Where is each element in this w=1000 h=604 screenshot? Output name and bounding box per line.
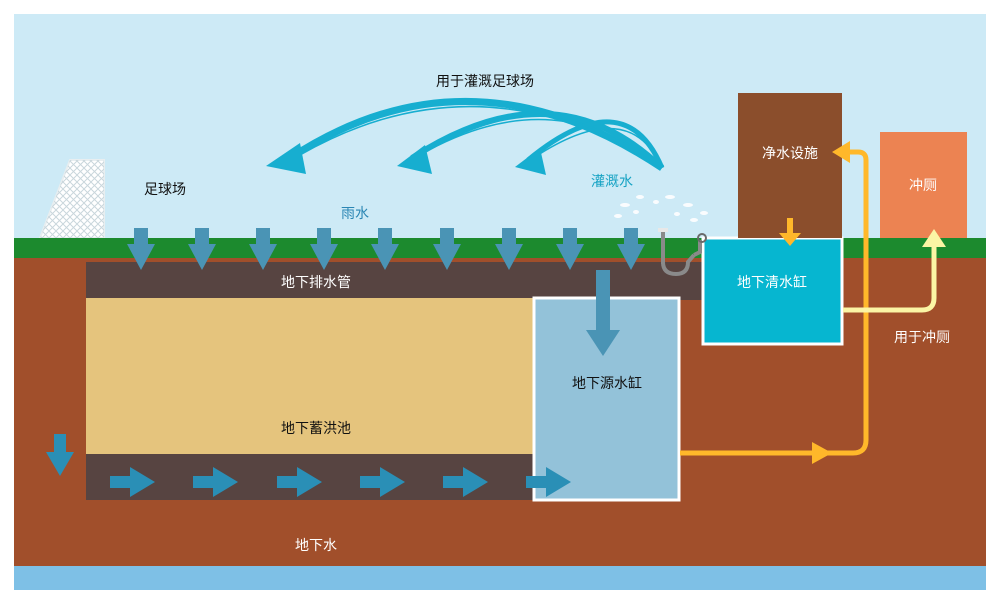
flow-arrow-up-icon bbox=[922, 229, 946, 247]
flow-path-to-purification bbox=[680, 149, 869, 456]
label-water-purification: 净水设施 bbox=[762, 146, 818, 162]
rain-arrow-icon bbox=[617, 228, 645, 270]
clear-water-tank bbox=[701, 236, 844, 346]
football-goal-icon bbox=[38, 159, 105, 239]
rain-arrow-icon bbox=[371, 228, 399, 270]
bottom-water bbox=[14, 566, 986, 590]
label-clear-water-tank: 地下清水缸 bbox=[737, 274, 807, 291]
groundwater-arrow-icon bbox=[46, 434, 74, 476]
toilet-building bbox=[880, 132, 967, 238]
irrigation-arcs bbox=[288, 97, 665, 171]
label-for-toilet-flushing: 用于冲厕 bbox=[894, 330, 950, 346]
purify-down-arrow-icon bbox=[779, 233, 801, 246]
label-rain: 雨水 bbox=[341, 206, 369, 222]
purify-down-shaft bbox=[787, 218, 793, 234]
flow-path-to-toilet bbox=[843, 246, 937, 313]
bottom-flow-arrows bbox=[110, 467, 571, 497]
label-drain-pipe: 地下排水管 bbox=[281, 275, 351, 291]
flow-right-arrow-icon bbox=[193, 467, 238, 497]
flow-right-arrow-icon bbox=[110, 467, 155, 497]
label-storm-tank: 地下蓄洪池 bbox=[281, 421, 351, 437]
label-source-water-tank: 地下源水缸 bbox=[572, 375, 642, 392]
rain-arrow-icon bbox=[495, 228, 523, 270]
flow-right-arrow-icon bbox=[277, 467, 322, 497]
flow-arrow-left-icon bbox=[832, 141, 850, 163]
irrigation-arrow-3-icon bbox=[515, 148, 546, 175]
flow-right-arrow-icon bbox=[360, 467, 405, 497]
rain-arrow-icon bbox=[188, 228, 216, 270]
flow-arrow-right-icon bbox=[812, 442, 832, 464]
inflow-arrow-icon bbox=[586, 270, 620, 356]
sprinkler-icon bbox=[614, 195, 708, 277]
label-toilet: 冲厕 bbox=[909, 178, 937, 194]
label-irrigation-water: 灌溉水 bbox=[591, 174, 633, 190]
rain-arrow-icon bbox=[556, 228, 584, 270]
storm-tank bbox=[86, 298, 536, 454]
label-football-field: 足球场 bbox=[144, 182, 186, 198]
rain-arrow-icon bbox=[433, 228, 461, 270]
flow-right-arrow-icon bbox=[443, 467, 488, 497]
rain-arrows bbox=[127, 228, 645, 270]
rain-arrow-icon bbox=[249, 228, 277, 270]
irrigation-arrow-2-icon bbox=[397, 145, 432, 174]
irrigation-arrow-1-icon bbox=[266, 143, 306, 174]
flow-right-arrow-icon bbox=[526, 467, 571, 497]
rain-arrow-icon bbox=[127, 228, 155, 270]
rain-arrow-icon bbox=[310, 228, 338, 270]
label-irrigate-field: 用于灌溉足球场 bbox=[436, 74, 534, 90]
label-groundwater: 地下水 bbox=[295, 538, 337, 554]
purification-facility bbox=[738, 93, 842, 238]
